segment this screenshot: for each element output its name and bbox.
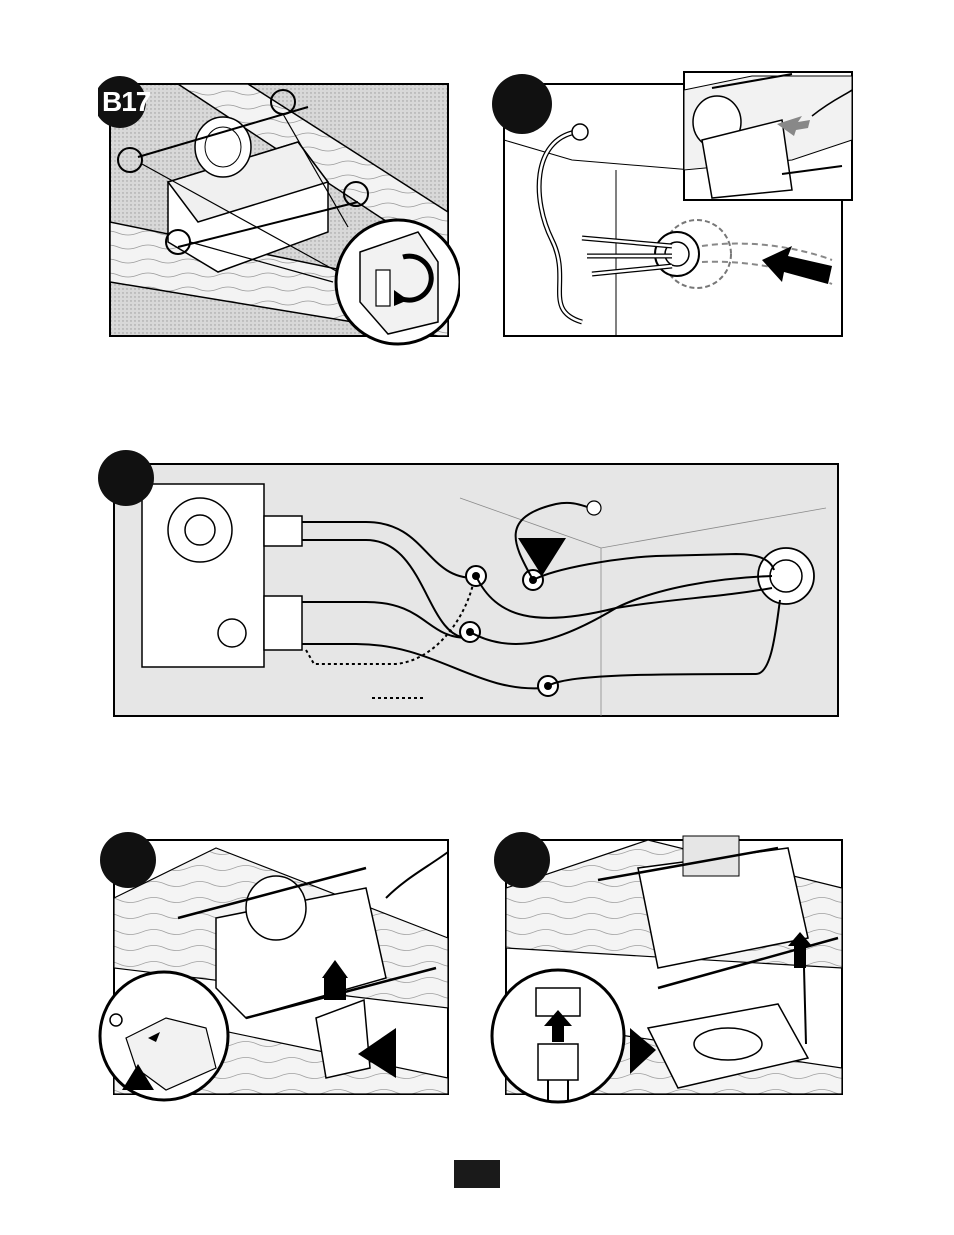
step-label-b17: B17 — [102, 86, 150, 118]
wiring-box-install-illustration — [96, 828, 458, 1108]
cable-connector-illustration — [492, 70, 856, 342]
wiring-diagram-illustration — [96, 448, 844, 722]
illustration-panel-b17: B17 — [98, 72, 460, 352]
fan-housing-mounting-illustration — [98, 72, 460, 352]
page-number-tab — [454, 1160, 500, 1188]
plug-and-housing-illustration — [488, 828, 854, 1118]
illustration-panel-5 — [488, 828, 854, 1118]
illustration-panel-2 — [492, 70, 856, 342]
wiring-diagram-panel — [96, 448, 844, 722]
illustration-panel-4 — [96, 828, 458, 1108]
